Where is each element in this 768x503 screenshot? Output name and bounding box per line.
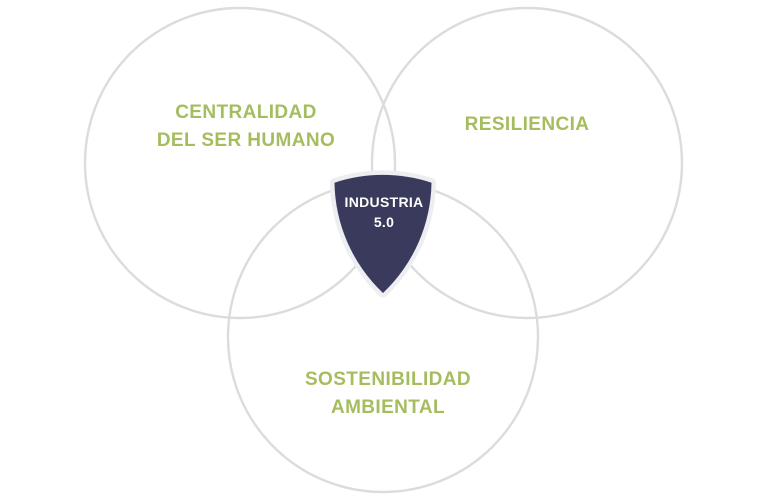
venn-circle-resilience[interactable] (370, 6, 684, 320)
core-intersection-shape[interactable] (334, 174, 432, 293)
venn-circle-human-centricity[interactable] (83, 6, 397, 320)
